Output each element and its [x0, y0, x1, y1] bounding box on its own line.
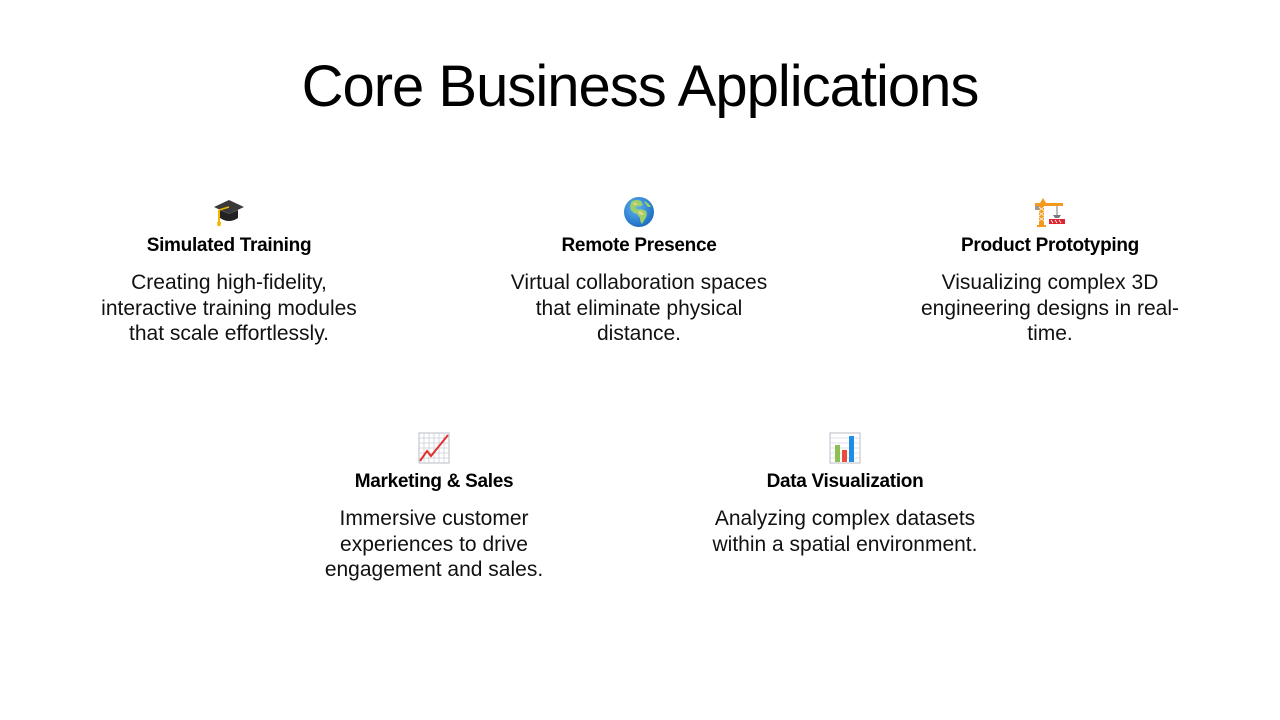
card-heading: Product Prototyping [961, 235, 1139, 256]
card-description: Immersive customer experiences to drive … [324, 507, 544, 581]
bar-chart-icon [695, 430, 995, 466]
card-heading: Remote Presence [561, 235, 717, 256]
card-heading: Data Visualization [766, 471, 924, 492]
card-data-visualization: Data Visualization Analyzing complex dat… [695, 430, 995, 557]
chart-increasing-icon [284, 430, 584, 466]
card-description: Visualizing complex 3D engineering desig… [921, 271, 1179, 345]
card-heading: Marketing & Sales [354, 471, 514, 492]
card-heading: Simulated Training [146, 235, 312, 256]
graduation-cap-icon [79, 194, 379, 230]
card-description: Analyzing complex datasets within a spat… [712, 507, 978, 556]
card-simulated-training: Simulated Training Creating high-fidelit… [79, 194, 379, 347]
globe-icon [489, 194, 789, 230]
card-marketing-sales: Marketing & Sales Immersive customer exp… [284, 430, 584, 583]
card-description: Creating high-fidelity, interactive trai… [101, 271, 357, 345]
card-remote-presence: Remote Presence Virtual collaboration sp… [489, 194, 789, 347]
construction-crane-icon [900, 194, 1200, 230]
card-description: Virtual collaboration spaces that elimin… [510, 271, 768, 345]
card-product-prototyping: Product Prototyping Visualizing complex … [900, 194, 1200, 347]
slide-title: Core Business Applications [301, 54, 980, 119]
